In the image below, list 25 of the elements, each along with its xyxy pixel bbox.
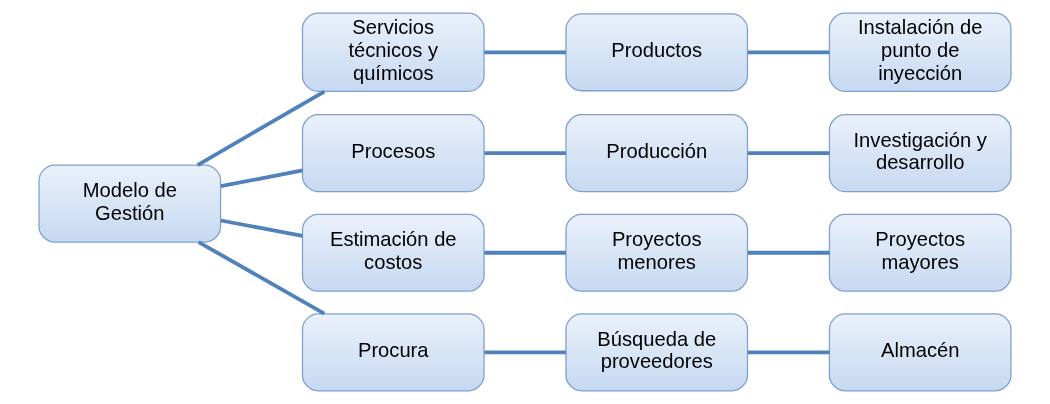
connector: [484, 151, 566, 156]
node-box: Estimación de costos: [301, 213, 485, 292]
node-box: Proyectos menores: [565, 213, 749, 292]
node-box: Proyectos mayores: [828, 213, 1012, 292]
node-box: Productos: [565, 13, 749, 92]
node-box: Procura: [301, 313, 485, 392]
node-box: Producción: [565, 114, 749, 193]
connector: [220, 218, 303, 238]
connector: [747, 50, 830, 55]
connector: [484, 250, 566, 255]
connector: [220, 168, 303, 189]
connector: [484, 50, 566, 55]
connector: [197, 240, 326, 316]
node-box: Servicios técnicos y químicos: [301, 12, 485, 92]
connector: [484, 350, 566, 355]
connector: [747, 250, 830, 255]
node-box: Modelo de Gestión: [38, 164, 222, 243]
node-box: Búsqueda de proveedores: [565, 313, 749, 392]
connector: [196, 89, 326, 167]
node-box: Procesos: [301, 114, 485, 193]
connector: [747, 151, 830, 156]
node-box: Almacén: [828, 313, 1012, 392]
node-box: Investigación y desarrollo: [828, 114, 1012, 193]
node-box: Instalación de punto de inyección: [828, 12, 1012, 92]
connector: [747, 350, 830, 355]
